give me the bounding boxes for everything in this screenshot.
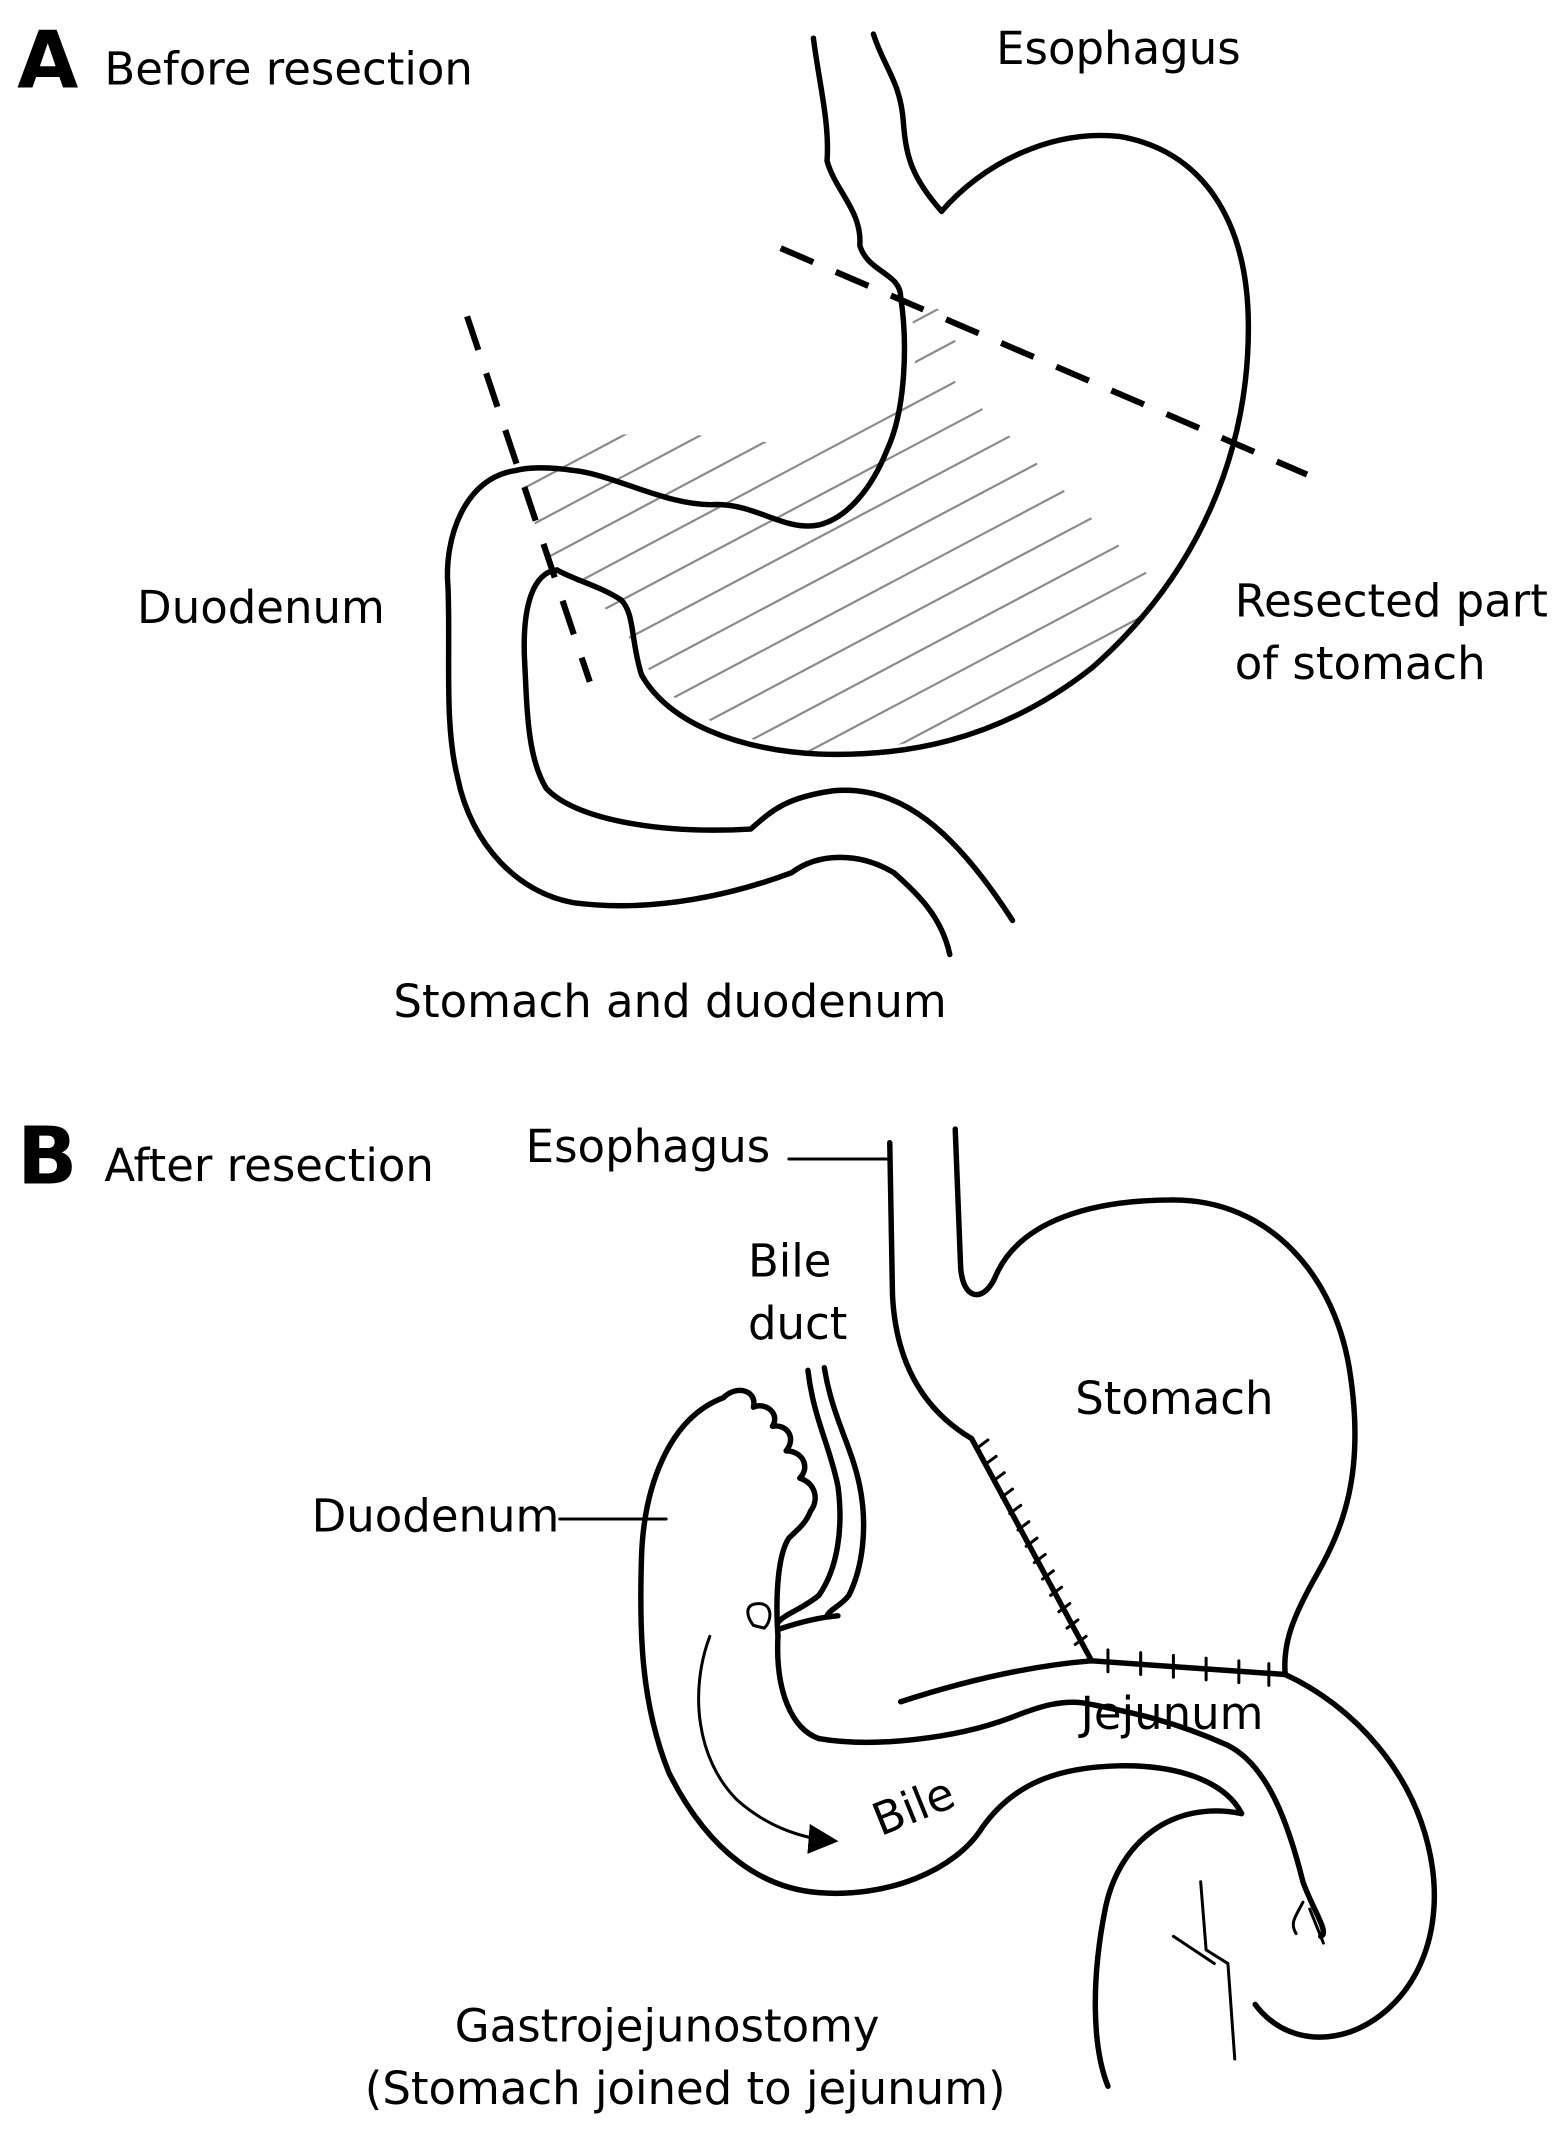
esophagus-b-outline-left bbox=[887, 1139, 975, 1442]
duodenum-b-inner bbox=[774, 1633, 822, 1742]
stomach-a-inner-curve bbox=[513, 294, 908, 529]
jejunum-outline-top bbox=[1252, 1671, 1438, 2040]
panel-b-letter: B bbox=[17, 1111, 77, 1203]
esophagus-a-outline-right bbox=[870, 31, 945, 215]
duodenum-a-label: Duodenum bbox=[137, 581, 385, 634]
jejunum-label: Jejunum bbox=[1078, 1687, 1264, 1740]
duodenal-stump-sutures bbox=[720, 1387, 818, 1640]
panel-b-caption-line2: (Stomach joined to jejunum) bbox=[365, 2062, 1006, 2115]
stomach-a-outline bbox=[554, 132, 1252, 758]
bile-duct-entry bbox=[775, 1613, 841, 1633]
anastomosis-stitches bbox=[1106, 1648, 1271, 1687]
resection-line-duodenum bbox=[464, 315, 593, 683]
anastomosis-line bbox=[897, 1658, 1288, 1705]
stomach-b-label: Stomach bbox=[1075, 1372, 1273, 1425]
panel-a: A Before resection Esophagus Duodenum Re… bbox=[17, 14, 1548, 1028]
stomach-b-staple-line bbox=[968, 1435, 1095, 1664]
esophagus-b-outline-right bbox=[952, 1126, 1177, 1298]
resection-line-stomach bbox=[779, 245, 1309, 478]
stomach-b-outline bbox=[1170, 1197, 1358, 1678]
resected-label-line2: of stomach bbox=[1235, 637, 1486, 690]
jejunum-end-mark bbox=[1291, 1900, 1325, 1945]
esophagus-a-label: Esophagus bbox=[996, 22, 1241, 75]
bile-duct-right bbox=[821, 1364, 867, 1619]
duodenum-b-label: Duodenum bbox=[312, 1489, 560, 1542]
esophagus-a-outline bbox=[810, 35, 904, 300]
panel-b-title: After resection bbox=[104, 1139, 434, 1192]
panel-b: B After resection bbox=[17, 1111, 1438, 2115]
bile-duct-label-line2: duct bbox=[748, 1297, 847, 1350]
panel-b-caption-line1: Gastrojejunostomy bbox=[455, 1999, 880, 2052]
duodenum-a-outline bbox=[444, 467, 953, 958]
jejunum-outline-inner bbox=[816, 1699, 1327, 1940]
duodenum-a-inner bbox=[521, 567, 1016, 924]
panel-a-caption: Stomach and duodenum bbox=[393, 975, 946, 1028]
jejunum-loop-lower bbox=[1092, 1808, 1245, 2090]
bile-flow-arrow bbox=[697, 1634, 839, 1854]
resected-area-hatching bbox=[518, 293, 1235, 755]
bile-duct-label-line1: Bile bbox=[748, 1234, 832, 1287]
resected-label-line1: Resected part bbox=[1235, 574, 1548, 627]
papilla-marker bbox=[746, 1602, 772, 1630]
bile-flow-label: Bile bbox=[865, 1766, 962, 1846]
duodenum-b-outline bbox=[638, 1394, 1245, 1897]
panel-a-title: Before resection bbox=[104, 43, 473, 96]
panel-a-letter: A bbox=[17, 14, 78, 106]
stomach-b-stitches bbox=[975, 1438, 1088, 1646]
bile-duct-left bbox=[775, 1367, 843, 1626]
esophagus-b-label: Esophagus bbox=[526, 1120, 771, 1173]
jejunum-branch bbox=[1171, 1880, 1237, 2061]
